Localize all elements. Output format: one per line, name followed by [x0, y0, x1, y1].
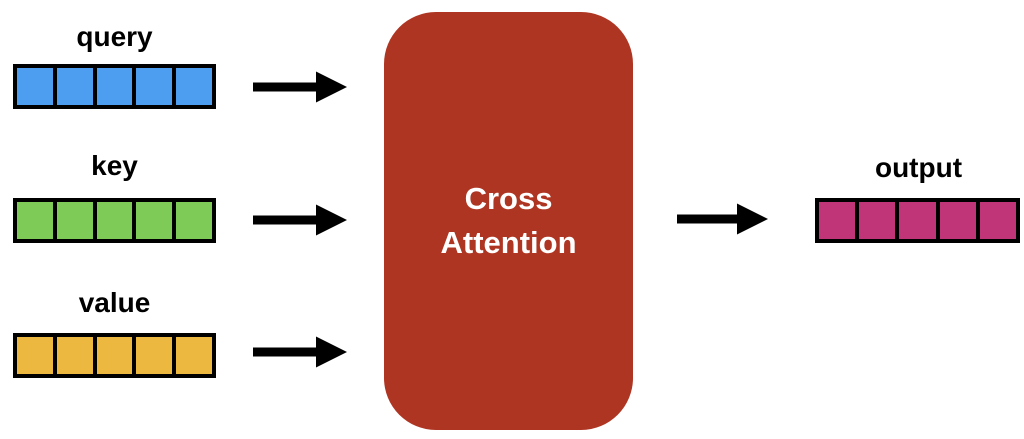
key-vector: [13, 198, 216, 243]
vector-cell: [939, 202, 976, 239]
key-label: key: [91, 150, 138, 181]
cross-attention-label: Cross Attention: [440, 180, 577, 260]
query-label: query: [76, 21, 153, 52]
vector-cell: [176, 202, 212, 239]
vector-cell: [17, 68, 53, 105]
query-vector: [13, 64, 216, 109]
output-label: output: [874, 152, 963, 183]
vector-cell: [136, 68, 173, 105]
vector-cell: [819, 202, 856, 239]
output-arrow-icon: [677, 203, 768, 235]
vector-cell: [17, 337, 53, 374]
query-arrow-icon: [253, 71, 347, 103]
vector-cell: [899, 202, 936, 239]
vector-cell: [56, 337, 93, 374]
value-vector: [13, 333, 216, 378]
vector-cell: [96, 68, 133, 105]
vector-cell: [176, 337, 212, 374]
key-arrow-icon: [253, 204, 347, 236]
value-label: value: [78, 287, 151, 318]
vector-cell: [96, 337, 133, 374]
vector-cell: [979, 202, 1017, 239]
vector-cell: [56, 202, 93, 239]
vector-cell: [136, 202, 173, 239]
vector-cell: [136, 337, 173, 374]
cross-attention-box: Cross Attention: [384, 12, 633, 430]
vector-cell: [56, 68, 93, 105]
vector-cell: [176, 68, 212, 105]
vector-cell: [859, 202, 896, 239]
output-vector: [815, 198, 1020, 243]
vector-cell: [96, 202, 133, 239]
value-arrow-icon: [253, 336, 347, 368]
vector-cell: [17, 202, 53, 239]
